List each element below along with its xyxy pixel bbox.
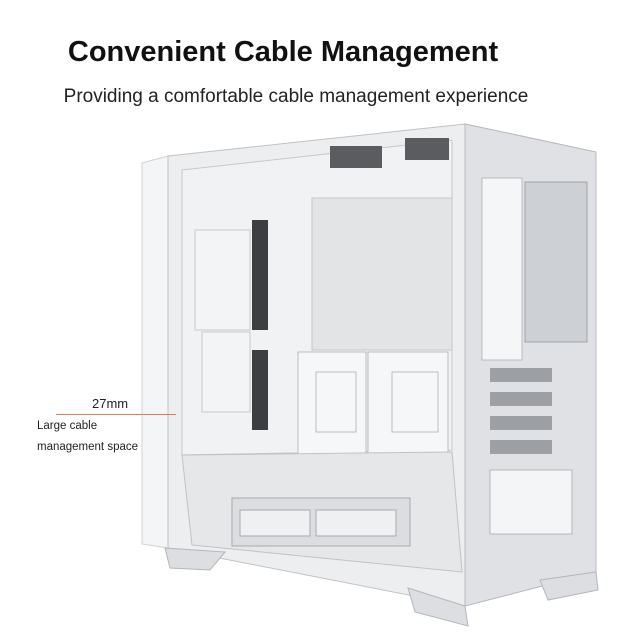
case-foot-rear [539, 571, 599, 601]
side-plate [194, 229, 251, 331]
side-plate-lower [201, 331, 251, 413]
front-panel [141, 155, 169, 549]
psu-opening [489, 469, 573, 535]
ssd-bracket-2 [367, 351, 449, 457]
rear-fan-mesh [524, 181, 588, 343]
page-subtitle: Providing a comfortable cable management… [63, 86, 529, 107]
pcie-slot-3 [490, 416, 552, 430]
callout-label-line2: management space [37, 441, 139, 453]
pcie-slot-4 [490, 440, 552, 454]
grommet-slot-upper [252, 220, 268, 330]
page-title: Convenient Cable Management [67, 36, 499, 68]
cpu-cutout [311, 197, 453, 351]
top-vent-2 [405, 138, 449, 160]
grommet-slot-lower [252, 350, 268, 430]
top-vent-1 [330, 146, 382, 168]
pcie-slot-2 [490, 392, 552, 406]
rear-fan-frame [481, 177, 523, 361]
ssd-bracket-1 [297, 351, 367, 457]
case-foot-front [164, 547, 227, 571]
pcie-slot-1 [490, 368, 552, 382]
case-foot-middle [407, 587, 469, 627]
callout-leader-line [56, 414, 176, 415]
measurement-label: 27mm [92, 396, 129, 411]
callout-label-line1: Large cable [37, 420, 98, 432]
